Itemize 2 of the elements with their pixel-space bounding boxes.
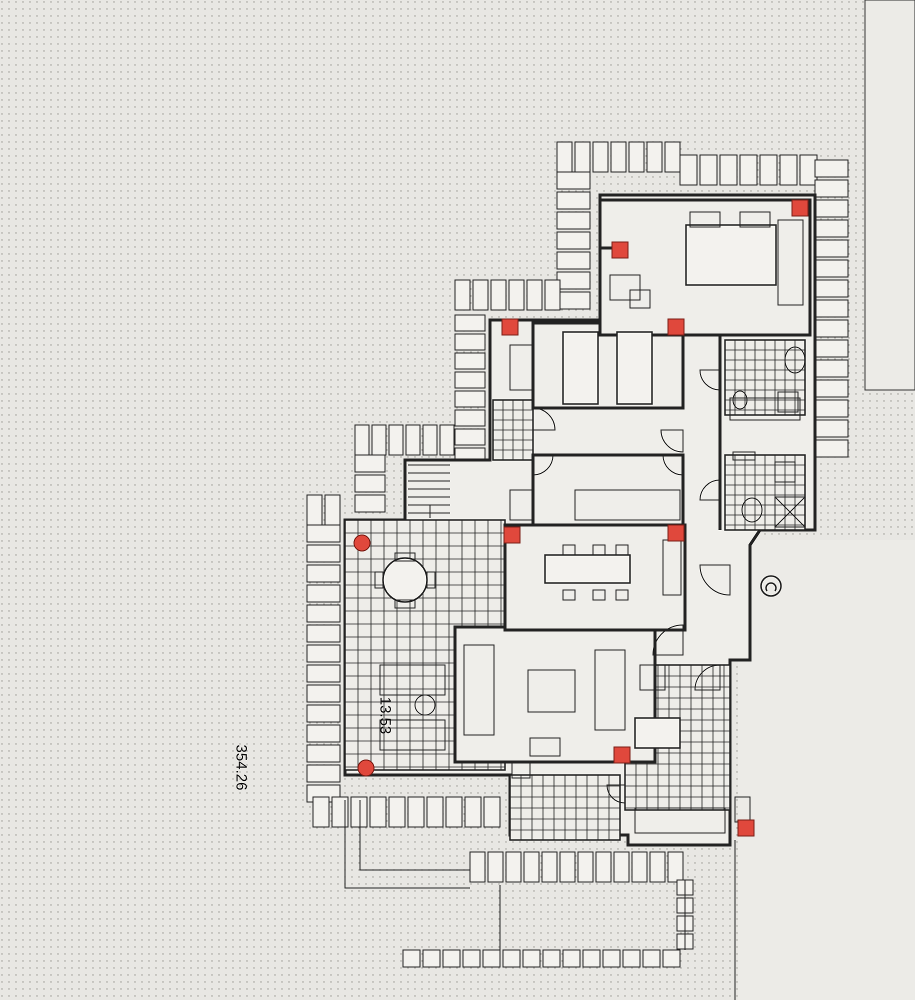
- dimension-text: 13.53: [377, 696, 392, 734]
- dimension-text: 354.26: [233, 744, 248, 790]
